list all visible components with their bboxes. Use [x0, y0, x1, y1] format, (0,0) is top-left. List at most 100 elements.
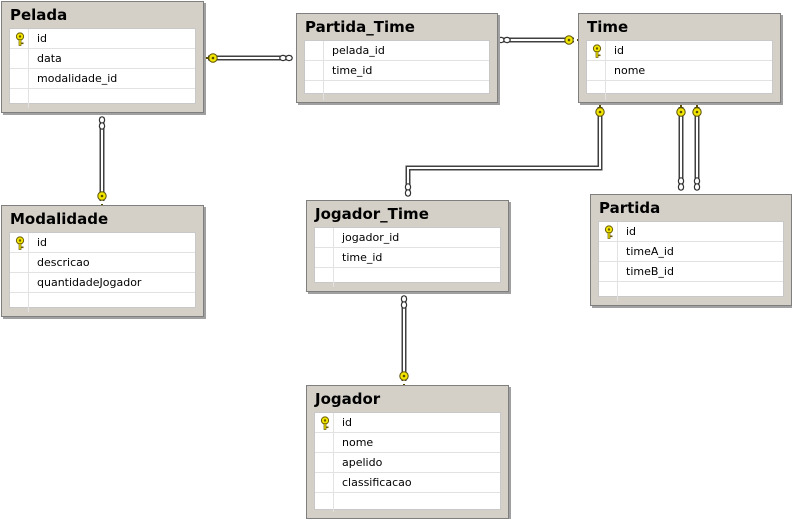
row-selector: [315, 268, 334, 287]
row-selector: [305, 81, 324, 100]
column-name: descricao: [37, 256, 90, 269]
relationship-line: [205, 53, 293, 63]
relationship-line: [676, 104, 686, 191]
column-row[interactable]: id: [10, 233, 195, 253]
relationship-line: [97, 116, 107, 208]
column-grid: jogador_id time_id: [314, 227, 501, 287]
column-grid: id nome: [586, 40, 773, 100]
infinity-icon: [677, 177, 685, 191]
column-name: timeB_id: [626, 265, 674, 278]
key-icon: [205, 53, 218, 63]
infinity-loop: [693, 183, 701, 191]
table-jogador[interactable]: Jogador id nome apelido classificacao: [306, 385, 509, 519]
column-grid: id descricao quantidadeJogador: [9, 232, 196, 312]
row-selector: [315, 248, 334, 267]
row-selector: [599, 282, 618, 301]
table-title: Partida_Time: [305, 18, 415, 36]
row-selector: [315, 413, 334, 432]
key-icon-hole: [598, 110, 602, 114]
column-name: nome: [614, 64, 646, 77]
key-icon-hole: [402, 374, 406, 378]
table-title: Jogador: [315, 390, 381, 408]
column-name: time_id: [342, 251, 383, 264]
relationship-line: [692, 104, 702, 191]
column-row[interactable]: id: [10, 29, 195, 49]
table-title: Time: [587, 18, 629, 36]
column-row[interactable]: id: [587, 41, 772, 61]
table-partida[interactable]: Partida id timeA_id timeB_id: [590, 194, 792, 306]
column-row[interactable]: id: [315, 413, 500, 433]
row-selector: [587, 61, 606, 80]
column-row[interactable]: apelido: [315, 453, 500, 473]
relationship-line: [399, 295, 409, 388]
key-icon: [676, 104, 686, 117]
row-selector: [315, 228, 334, 247]
column-row[interactable]: timeB_id: [599, 262, 783, 282]
table-title: Partida: [599, 199, 661, 217]
connector-core: [407, 107, 601, 196]
column-row[interactable]: jogador_id: [315, 228, 500, 248]
infinity-icon: [404, 183, 412, 197]
column-row[interactable]: nome: [587, 61, 772, 81]
column-row[interactable]: data: [10, 49, 195, 69]
empty-row: [315, 493, 500, 513]
column-name: data: [37, 52, 62, 65]
infinity-icon: [98, 116, 106, 130]
column-name: apelido: [342, 456, 383, 469]
row-selector: [10, 29, 29, 48]
table-modalidade[interactable]: Modalidade id descricao quantidadeJogador: [1, 205, 204, 317]
column-name: id: [37, 32, 48, 45]
column-name: jogador_id: [342, 231, 400, 244]
infinity-icon: [400, 295, 408, 309]
column-name: id: [626, 225, 637, 238]
column-grid: id timeA_id timeB_id: [598, 221, 784, 301]
empty-row: [315, 268, 500, 288]
infinity-loop: [677, 183, 685, 191]
column-row[interactable]: nome: [315, 433, 500, 453]
key-icon-hole: [567, 38, 571, 42]
column-name: nome: [342, 436, 374, 449]
row-selector: [305, 61, 324, 80]
column-row[interactable]: pelada_id: [305, 41, 489, 61]
row-selector: [10, 49, 29, 68]
row-selector: [10, 273, 29, 292]
row-selector: [587, 41, 606, 60]
table-title: Modalidade: [10, 210, 109, 228]
key-icon: [320, 416, 330, 430]
row-selector: [10, 253, 29, 272]
key-icon-hole: [679, 110, 683, 114]
column-row[interactable]: quantidadeJogador: [10, 273, 195, 293]
empty-row: [305, 81, 489, 101]
empty-row: [599, 282, 783, 302]
table-time[interactable]: Time id nome: [578, 13, 781, 103]
empty-row: [10, 293, 195, 313]
relationship-line: [404, 104, 605, 197]
empty-row: [587, 81, 772, 101]
column-row[interactable]: classificacao: [315, 473, 500, 493]
infinity-loop: [400, 301, 408, 309]
column-row[interactable]: time_id: [305, 61, 489, 81]
row-selector: [10, 69, 29, 88]
key-icon: [15, 236, 25, 250]
column-row[interactable]: modalidade_id: [10, 69, 195, 89]
row-selector: [10, 89, 29, 108]
column-grid: id data modalidade_id: [9, 28, 196, 108]
infinity-loop: [285, 54, 293, 62]
key-icon: [692, 104, 702, 117]
column-row[interactable]: time_id: [315, 248, 500, 268]
column-name: id: [614, 44, 625, 57]
key-icon: [595, 104, 605, 117]
infinity-loop: [503, 36, 511, 44]
column-name: modalidade_id: [37, 72, 118, 85]
row-selector: [599, 242, 618, 261]
infinity-icon: [693, 177, 701, 191]
column-row[interactable]: timeA_id: [599, 242, 783, 262]
column-name: quantidadeJogador: [37, 276, 142, 289]
key-icon: [604, 225, 614, 239]
column-row[interactable]: id: [599, 222, 783, 242]
column-row[interactable]: descricao: [10, 253, 195, 273]
